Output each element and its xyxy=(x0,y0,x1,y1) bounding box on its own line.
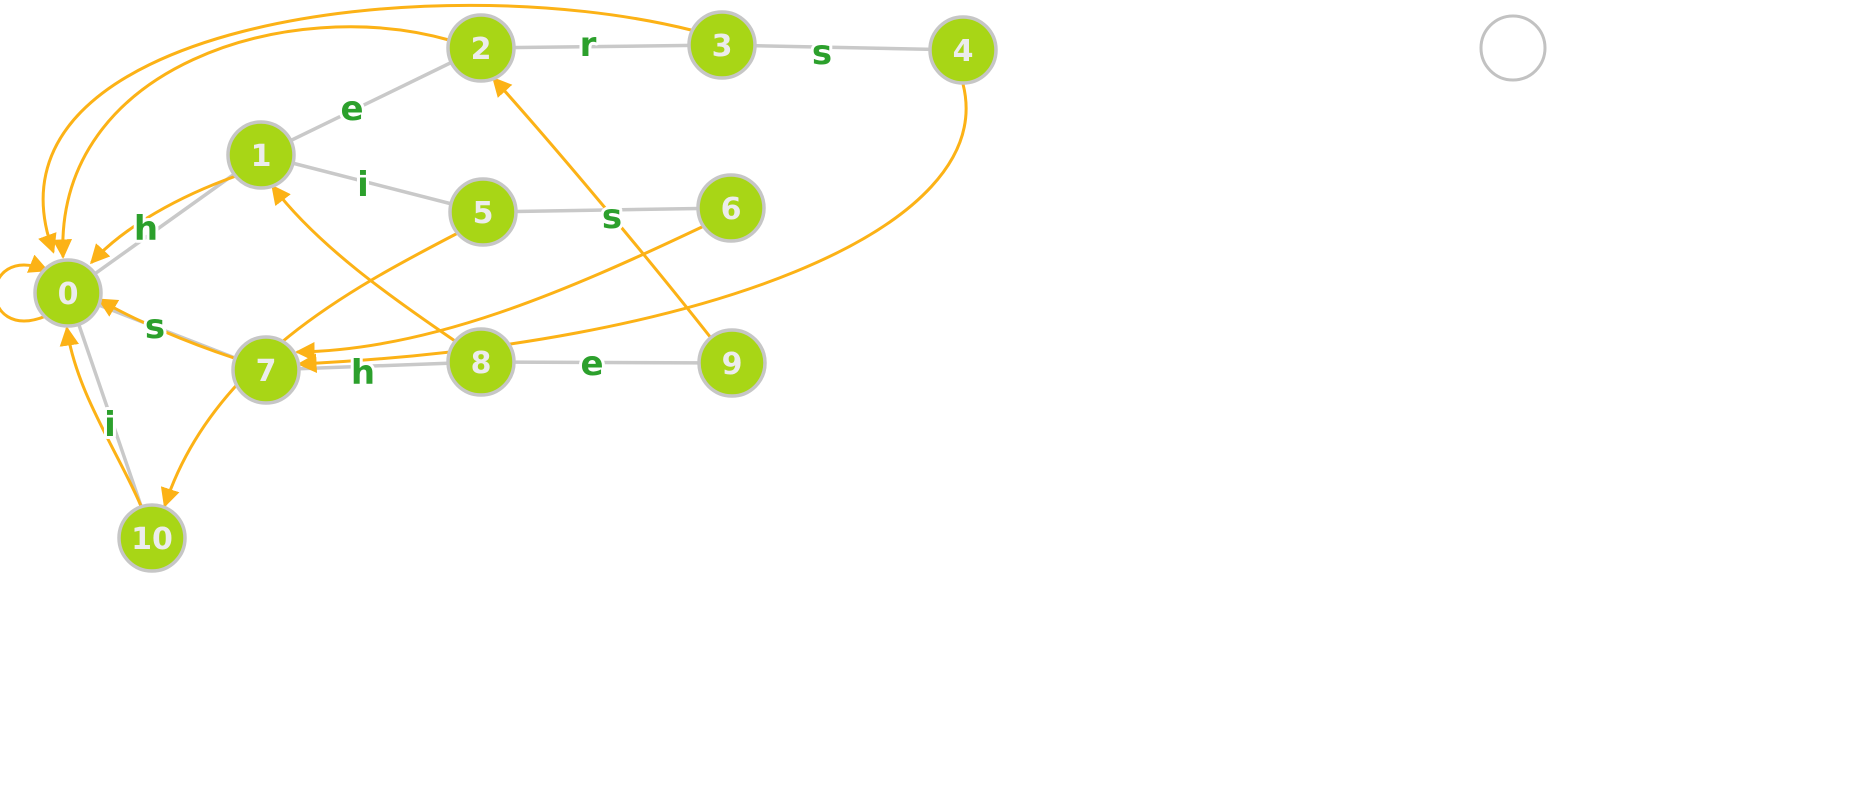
edge-label-2-3: r xyxy=(580,25,597,65)
node-label-1: 1 xyxy=(251,139,272,174)
tree-edge-3-4 xyxy=(721,43,964,52)
fail-edge-2-0 xyxy=(52,25,451,259)
placeholder-node-circle xyxy=(1479,14,1547,82)
node-9: 9 xyxy=(697,328,767,398)
fail-edge-9-2 xyxy=(492,76,713,340)
node-circle-6 xyxy=(696,173,766,243)
fail-edges-layer xyxy=(0,3,968,508)
node-3: 3 xyxy=(687,10,757,80)
node-7: 7 xyxy=(231,335,301,405)
node-label-5: 5 xyxy=(473,196,494,231)
fail-edge-10-0 xyxy=(59,326,143,508)
fail-edge-1-0 xyxy=(90,174,238,265)
node-label-3: 3 xyxy=(712,29,733,64)
edge-label-5-6: s xyxy=(602,197,622,237)
edge-label-1-2: e xyxy=(340,89,363,129)
node-4: 4 xyxy=(928,15,998,85)
node-1: 1 xyxy=(226,120,296,190)
fail-edge-0-0 xyxy=(0,254,49,323)
fail-edge-7-0 xyxy=(97,298,236,360)
fail-edge-4-7 xyxy=(297,82,968,373)
node-0: 0 xyxy=(33,258,103,328)
node-10: 10 xyxy=(117,503,187,573)
node-label-4: 4 xyxy=(953,34,974,69)
edge-label-0-7: s xyxy=(145,307,165,347)
edge-label-1-5: i xyxy=(357,165,369,205)
node-8: 8 xyxy=(446,327,516,397)
tree-edge-1-5 xyxy=(260,153,484,214)
tree-edge-0-1 xyxy=(66,153,263,295)
nodes-layer: 0 1 2 3 4 5 6 7 8 9 10 xyxy=(33,10,998,573)
edge-label-3-4: s xyxy=(812,33,832,73)
node-label-7: 7 xyxy=(256,354,277,389)
node-circle-2 xyxy=(446,13,516,83)
node-circle-1 xyxy=(226,120,296,190)
node-label-2: 2 xyxy=(471,32,492,67)
node-circle-4 xyxy=(928,15,998,85)
node-label-8: 8 xyxy=(471,346,492,381)
fail-edge-6-7 xyxy=(295,224,706,362)
node-6: 6 xyxy=(696,173,766,243)
node-circle-8 xyxy=(446,327,516,397)
fail-edge-8-1 xyxy=(271,184,457,343)
node-circle-10 xyxy=(117,503,187,573)
node-circle-3 xyxy=(687,10,757,80)
edge-label-7-8: h xyxy=(351,353,375,393)
node-5: 5 xyxy=(448,177,518,247)
node-circle-9 xyxy=(697,328,767,398)
node-2: 2 xyxy=(446,13,516,83)
edge-label-0-1: h xyxy=(134,209,158,249)
node-circle-7 xyxy=(231,335,301,405)
fail-edge-3-0 xyxy=(38,3,693,254)
node-label-9: 9 xyxy=(722,347,743,382)
fail-edge-5-10 xyxy=(160,232,458,508)
tree-edges-layer xyxy=(66,43,964,539)
tree-edge-2-3 xyxy=(480,43,723,50)
tree-edge-1-2 xyxy=(260,46,482,157)
node-circle-5 xyxy=(448,177,518,247)
edge-label-8-9: e xyxy=(580,344,603,384)
node-label-10: 10 xyxy=(131,522,173,557)
node-label-0: 0 xyxy=(58,277,79,312)
tree-edge-8-9 xyxy=(480,360,733,365)
node-circle-0 xyxy=(33,258,103,328)
node-label-6: 6 xyxy=(721,192,742,227)
edge-label-0-10: i xyxy=(104,405,116,445)
